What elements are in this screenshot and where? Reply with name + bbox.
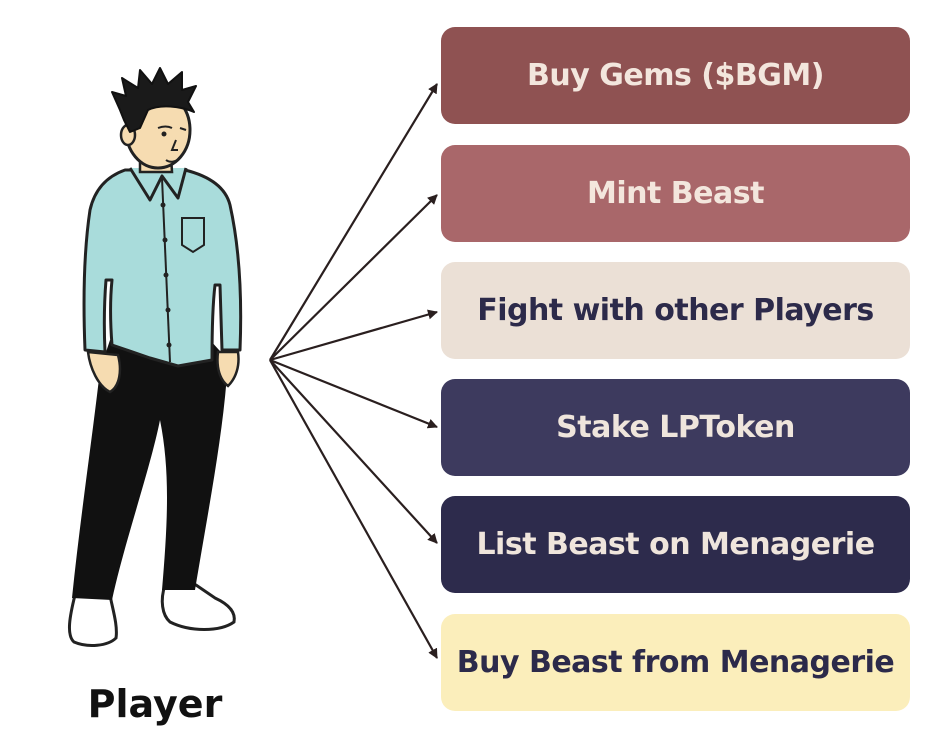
arrow-1 (269, 194, 438, 361)
player-figure (67, 67, 243, 647)
arrows-group (269, 83, 438, 659)
action-box-fight-players: Fight with other Players (441, 262, 910, 359)
action-box-buy-gems: Buy Gems ($BGM) (441, 27, 910, 124)
action-box-buy-beast: Buy Beast from Menagerie (441, 614, 910, 711)
player-label: Player (87, 682, 223, 726)
action-label: Fight with other Players (477, 293, 874, 328)
arrow-0 (269, 83, 438, 361)
action-label: Stake LPToken (556, 410, 795, 445)
arrow-3 (269, 358, 438, 429)
action-box-list-beast: List Beast on Menagerie (441, 496, 910, 593)
arrow-4 (269, 359, 438, 544)
action-label: Mint Beast (587, 176, 764, 211)
arrow-5 (269, 359, 438, 659)
arrow-2 (269, 309, 438, 362)
action-box-stake-lptoken: Stake LPToken (441, 379, 910, 476)
action-box-mint-beast: Mint Beast (441, 145, 910, 242)
action-label: Buy Gems ($BGM) (527, 58, 824, 93)
action-label: Buy Beast from Menagerie (456, 645, 895, 680)
action-label: List Beast on Menagerie (476, 527, 875, 562)
